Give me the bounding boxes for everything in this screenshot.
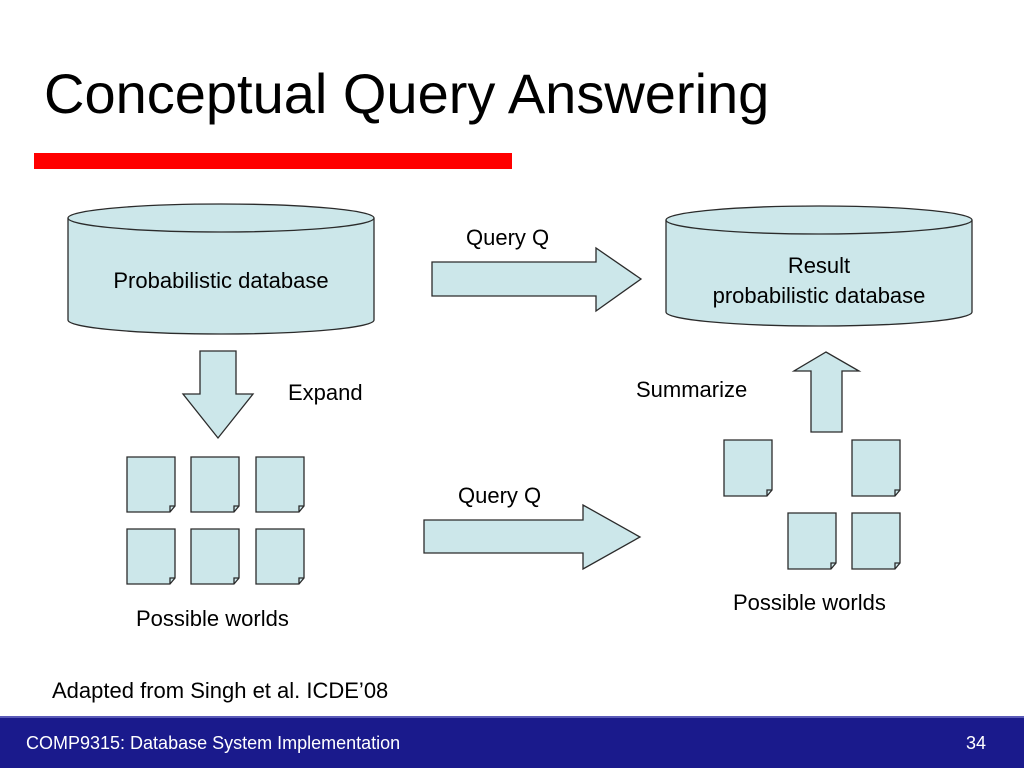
expand-label: Expand (288, 380, 363, 405)
source-citation: Adapted from Singh et al. ICDE’08 (52, 678, 389, 703)
footer-bar: COMP9315: Database System Implementation… (0, 716, 1024, 768)
source-database-label: Probabilistic database (113, 268, 329, 293)
query-top-label: Query Q (466, 225, 550, 250)
query-answering-diagram (67, 203, 973, 585)
right-possible-worlds-grid (723, 439, 901, 570)
left-possible-worlds-label: Possible worlds (136, 606, 289, 631)
world-page (723, 439, 773, 497)
right-possible-worlds-label: Possible worlds (733, 590, 886, 615)
world-page (126, 456, 176, 513)
query-bottom-label: Query Q (458, 483, 542, 508)
world-page (190, 456, 240, 513)
world-page (255, 456, 305, 513)
expand-arrow-down (181, 350, 255, 440)
left-possible-worlds-grid (126, 456, 305, 585)
result-database-label: Result probabilistic database (666, 251, 972, 311)
world-page (126, 528, 176, 585)
summarize-label: Summarize (636, 377, 748, 402)
title-accent-bar (34, 153, 512, 169)
world-page (255, 528, 305, 585)
page-title: Conceptual Query Answering (44, 62, 770, 125)
result-database-label-line2: probabilistic database (712, 283, 926, 308)
summarize-arrow-up (791, 351, 862, 433)
query-top-arrow (431, 246, 643, 313)
footer-course-title: COMP9315: Database System Implementation (26, 733, 401, 753)
world-page (851, 439, 901, 497)
source-database-cylinder (67, 203, 375, 335)
result-database-cylinder (665, 205, 973, 327)
result-database-label-line1: Result (787, 253, 851, 278)
world-page (851, 512, 901, 570)
world-page (787, 512, 837, 570)
world-page (190, 528, 240, 585)
query-bottom-arrow (423, 503, 642, 571)
slide-number: 34 (965, 733, 986, 753)
